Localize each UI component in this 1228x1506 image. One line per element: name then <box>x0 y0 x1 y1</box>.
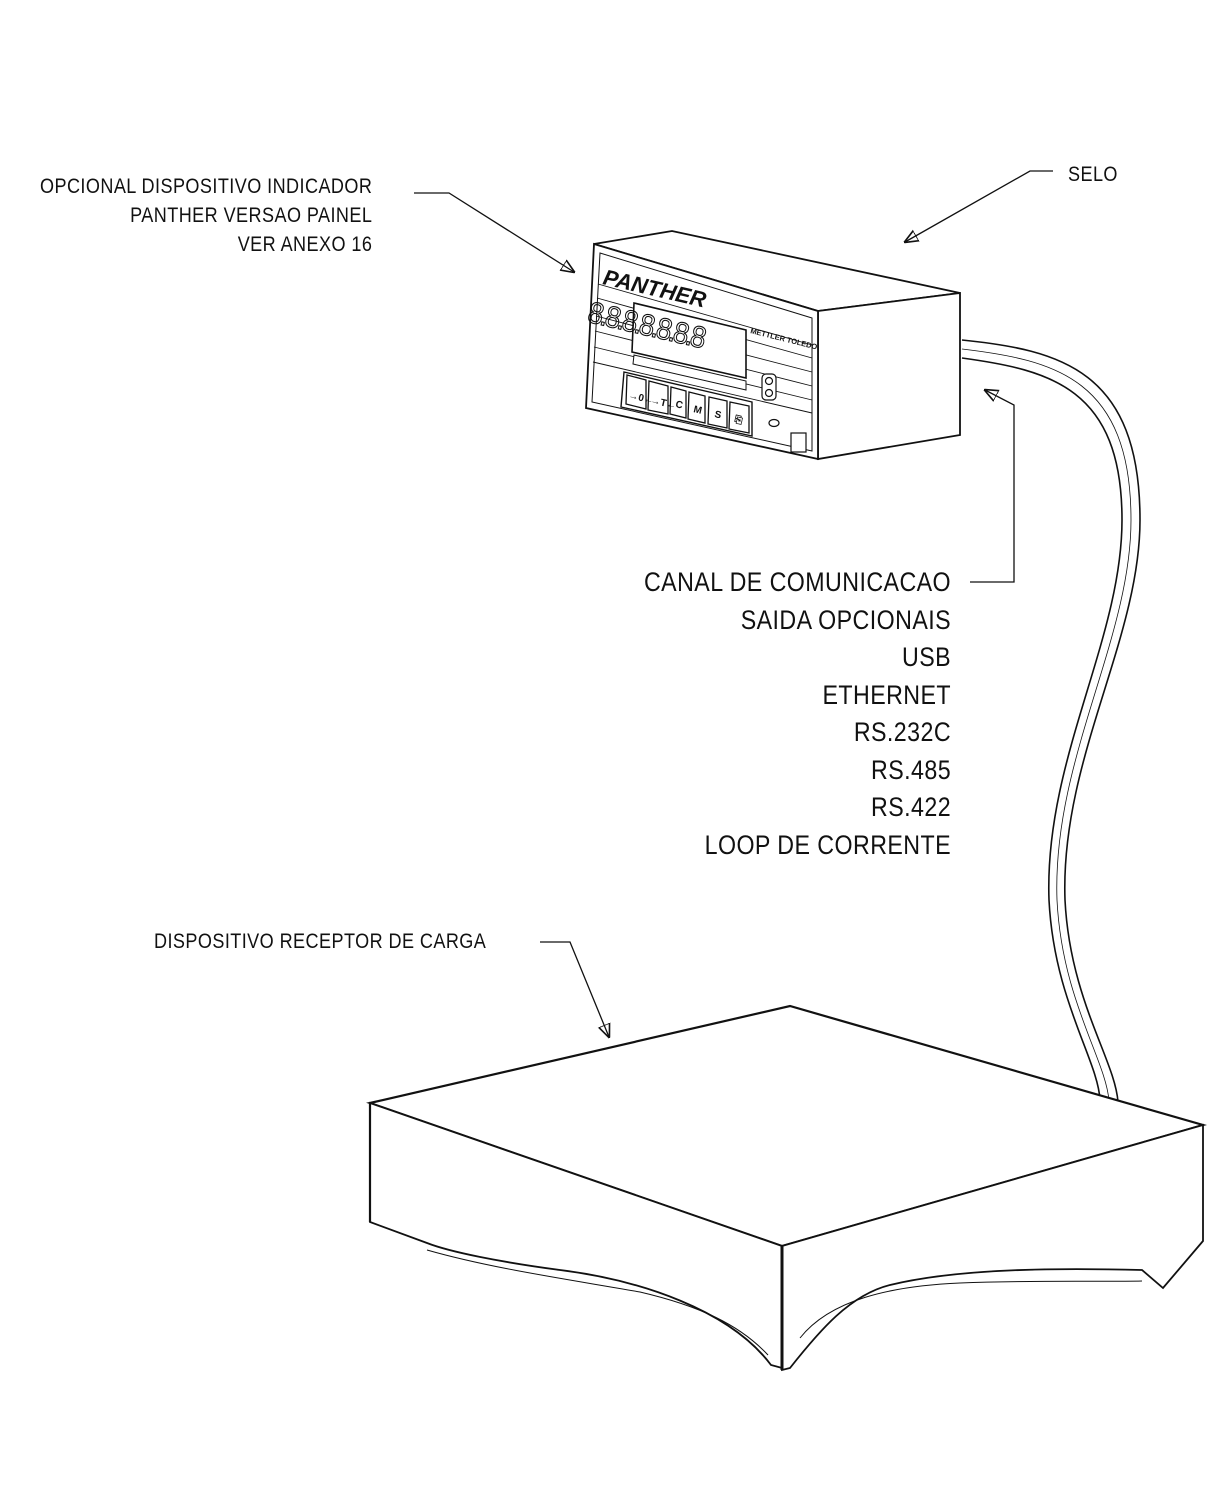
communication-leader <box>970 390 1015 583</box>
platform-left-face <box>369 1101 783 1370</box>
setup-key <box>707 396 728 429</box>
tare-key <box>647 380 669 415</box>
load-receptor-platform <box>366 1004 1207 1372</box>
svg-text:S: S <box>713 409 722 421</box>
comm-label-line-4: ETHERNET <box>822 679 951 710</box>
comm-label-line-2: SAIDA OPCIONAIS <box>740 604 951 635</box>
indicator-housing-side <box>817 291 961 461</box>
platform-right-face <box>781 1123 1204 1372</box>
print-key <box>728 401 750 434</box>
comm-label-line-8: LOOP DE CORRENTE <box>704 829 951 860</box>
clear-key <box>669 386 687 419</box>
indicator-label-line-3: VER ANEXO 16 <box>237 233 373 256</box>
comm-label-line-5: RS.232C <box>853 717 951 747</box>
comm-label-line-7: RS.422 <box>870 792 951 822</box>
communication-label: CANAL DE COMUNICACAO SAIDA OPCIONAIS USB… <box>644 564 951 864</box>
communication-cable <box>961 339 1141 1103</box>
indicator-label-line-1: OPCIONAL DISPOSITIVO INDICADOR <box>40 175 373 198</box>
seal-label: SELO <box>1068 163 1118 186</box>
memory-key <box>687 391 706 424</box>
comm-label-line-1: CANAL DE COMUNICACAO <box>643 567 951 597</box>
zero-key <box>625 374 647 410</box>
panther-indicator <box>585 230 961 461</box>
indicator-label: OPCIONAL DISPOSITIVO INDICADOR PANTHER V… <box>40 172 372 259</box>
receptor-leader <box>540 941 609 1037</box>
weight-display <box>631 301 747 380</box>
comm-label-line-3: USB <box>901 642 951 672</box>
comm-label-line-6: RS.485 <box>870 754 951 785</box>
receptor-label: DISPOSITIVO RECEPTOR DE CARGA <box>154 930 487 953</box>
indicator-leader <box>414 192 574 272</box>
svg-text:M: M <box>692 404 703 417</box>
svg-text:C: C <box>674 399 684 411</box>
indicator-label-line-2: PANTHER VERSAO PAINEL <box>130 204 373 227</box>
leader-lines <box>414 170 1053 1037</box>
seal-leader <box>905 170 1053 242</box>
svg-text:⎘: ⎘ <box>733 413 743 426</box>
